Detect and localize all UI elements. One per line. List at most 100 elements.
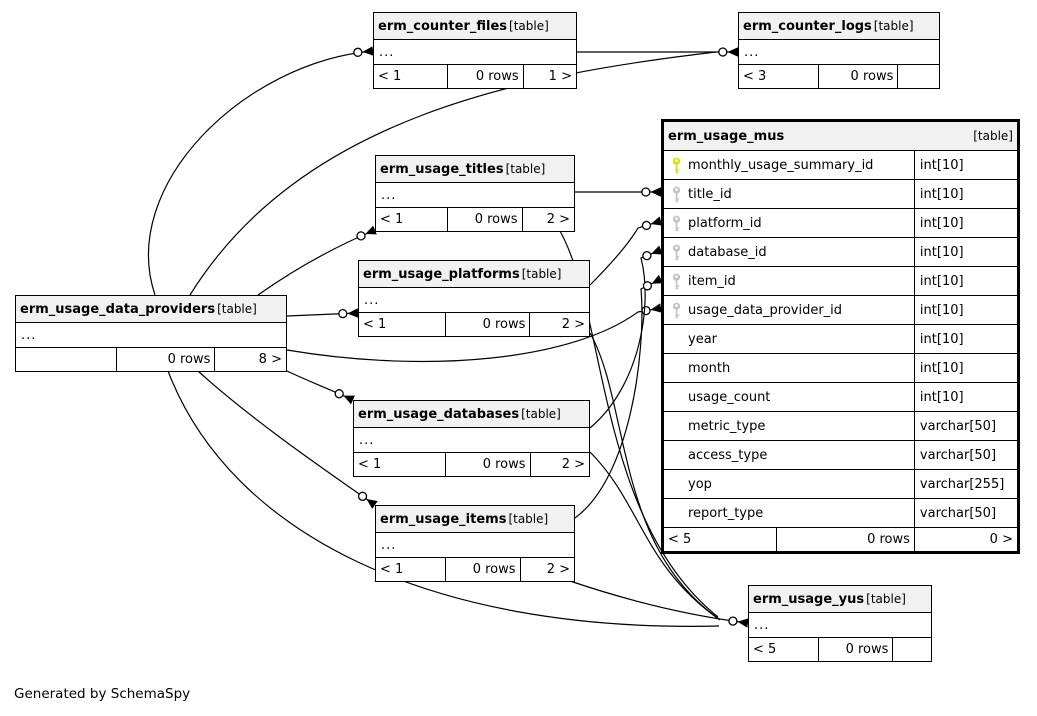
table-name: erm_counter_files — [378, 18, 508, 34]
elided-columns-row: ... — [381, 187, 397, 203]
column-name: access_type — [688, 447, 768, 463]
column-name-cell: metric_type — [664, 412, 914, 440]
footer-related-in — [16, 348, 116, 371]
column-name-cell: year — [664, 325, 914, 353]
column-name-cell: yop — [664, 470, 914, 498]
column-name: year — [688, 331, 718, 347]
column-type: int[10] — [913, 383, 1017, 411]
table-tag: [table] — [866, 592, 906, 606]
footer-related-out: 1 > — [522, 65, 576, 88]
elided-columns-row: ... — [21, 327, 37, 343]
generated-by-note: Generated by SchemaSpy — [14, 686, 191, 702]
table-name: erm_usage_yus — [753, 591, 865, 607]
table-footer: < 5 0 rows — [749, 637, 931, 661]
foreign-key-icon-wrap — [670, 302, 682, 319]
column-row-month[interactable]: month int[10] — [664, 353, 1017, 382]
relationship-edge-erm_usage_platforms-to-erm_usage_yus — [589, 332, 720, 620]
footer-related-in: < 5 — [753, 642, 777, 657]
foreign-key-icon — [672, 273, 680, 289]
elided-columns-row: ... — [754, 617, 770, 633]
table-erm_usage_mus[interactable]: erm_usage_mus [table] monthly_usage_summar… — [661, 119, 1020, 554]
primary-key-icon — [672, 157, 680, 173]
footer-row-count: 0 rows — [818, 65, 897, 88]
elided-columns-row: ... — [381, 537, 397, 553]
table-tag: [table] — [521, 267, 562, 281]
column-type: int[10] — [913, 209, 1017, 237]
footer-related-in: < 5 — [668, 532, 692, 547]
table-tag: [table] — [873, 19, 914, 33]
foreign-key-icon — [672, 302, 680, 318]
table-header[interactable]: erm_usage_mus [table] — [664, 122, 1017, 151]
relationship-edge-erm_usage_data_providers-to-erm_usage_databases — [286, 370, 355, 405]
footer-row-count: 0 rows — [445, 313, 529, 336]
relationship-edge-erm_usage_data_providers-to-erm_counter_logs — [189, 51, 717, 296]
relationship-edge-erm_usage_items-to-erm_usage_yus — [569, 580, 749, 628]
table-header[interactable]: erm_usage_titles[table] — [376, 156, 574, 183]
column-type: int[10] — [913, 151, 1017, 179]
footer-row-count: 0 rows — [818, 638, 892, 661]
table-header[interactable]: erm_usage_platforms[table] — [359, 261, 589, 288]
column-name-cell: database_id — [664, 238, 914, 266]
column-type: varchar[50] — [913, 499, 1017, 527]
foreign-key-icon-wrap — [670, 273, 682, 290]
table-name: erm_usage_mus — [668, 128, 785, 144]
elided-columns-row: ... — [744, 44, 760, 60]
relationship-edge-erm_usage_data_providers-to-erm_usage_yus — [167, 370, 720, 627]
footer-row-count: 0 rows — [116, 348, 214, 371]
table-name: erm_usage_databases — [358, 406, 520, 422]
column-type: int[10] — [913, 354, 1017, 382]
foreign-key-icon — [672, 244, 680, 260]
table-header[interactable]: erm_usage_yus[table] — [749, 586, 931, 613]
column-name-cell: report_type — [664, 499, 914, 527]
column-type: int[10] — [913, 296, 1017, 324]
table-erm_usage_yus[interactable]: erm_usage_yus[table]... < 5 0 rows — [748, 585, 932, 662]
column-type: int[10] — [913, 238, 1017, 266]
foreign-key-icon-wrap — [670, 215, 682, 232]
column-type: varchar[50] — [913, 441, 1017, 469]
table-header[interactable]: erm_usage_data_providers[table] — [16, 296, 286, 323]
relationship-edge-erm_usage_data_providers-to-erm_usage_mus — [286, 303, 662, 363]
column-type: varchar[50] — [913, 412, 1017, 440]
table-erm_usage_data_providers[interactable]: erm_usage_data_providers[table]... 0 rows… — [15, 295, 287, 372]
table-header[interactable]: erm_usage_items[table] — [376, 506, 574, 533]
relationship-edge-erm_usage_data_providers-to-erm_usage_items — [197, 370, 378, 509]
table-header[interactable]: erm_counter_files[table] — [374, 13, 576, 40]
relationship-edge-erm_usage_databases-to-erm_usage_yus — [589, 451, 721, 621]
relationship-edge-erm_usage_data_providers-to-erm_usage_platforms — [286, 308, 359, 319]
footer-related-in: < 1 — [378, 69, 402, 84]
footer-row-count: 0 rows — [447, 208, 521, 231]
table-header[interactable]: erm_usage_databases[table] — [354, 401, 589, 428]
footer-related-out — [897, 65, 939, 88]
column-row-database_id[interactable]: database_id int[10] — [664, 237, 1017, 266]
table-tag: [table] — [508, 512, 549, 526]
column-row-access_type[interactable]: access_type varchar[50] — [664, 440, 1017, 469]
footer-related-in: < 1 — [358, 457, 382, 472]
foreign-key-icon-wrap — [670, 186, 682, 203]
table-tag: [table] — [217, 302, 257, 316]
column-type: varchar[255] — [913, 470, 1017, 498]
column-name: month — [688, 360, 731, 376]
table-header[interactable]: erm_counter_logs[table] — [739, 13, 939, 40]
column-name: database_id — [688, 244, 767, 260]
table-name: erm_usage_platforms — [363, 266, 520, 282]
table-tag: [table] — [973, 129, 1013, 143]
